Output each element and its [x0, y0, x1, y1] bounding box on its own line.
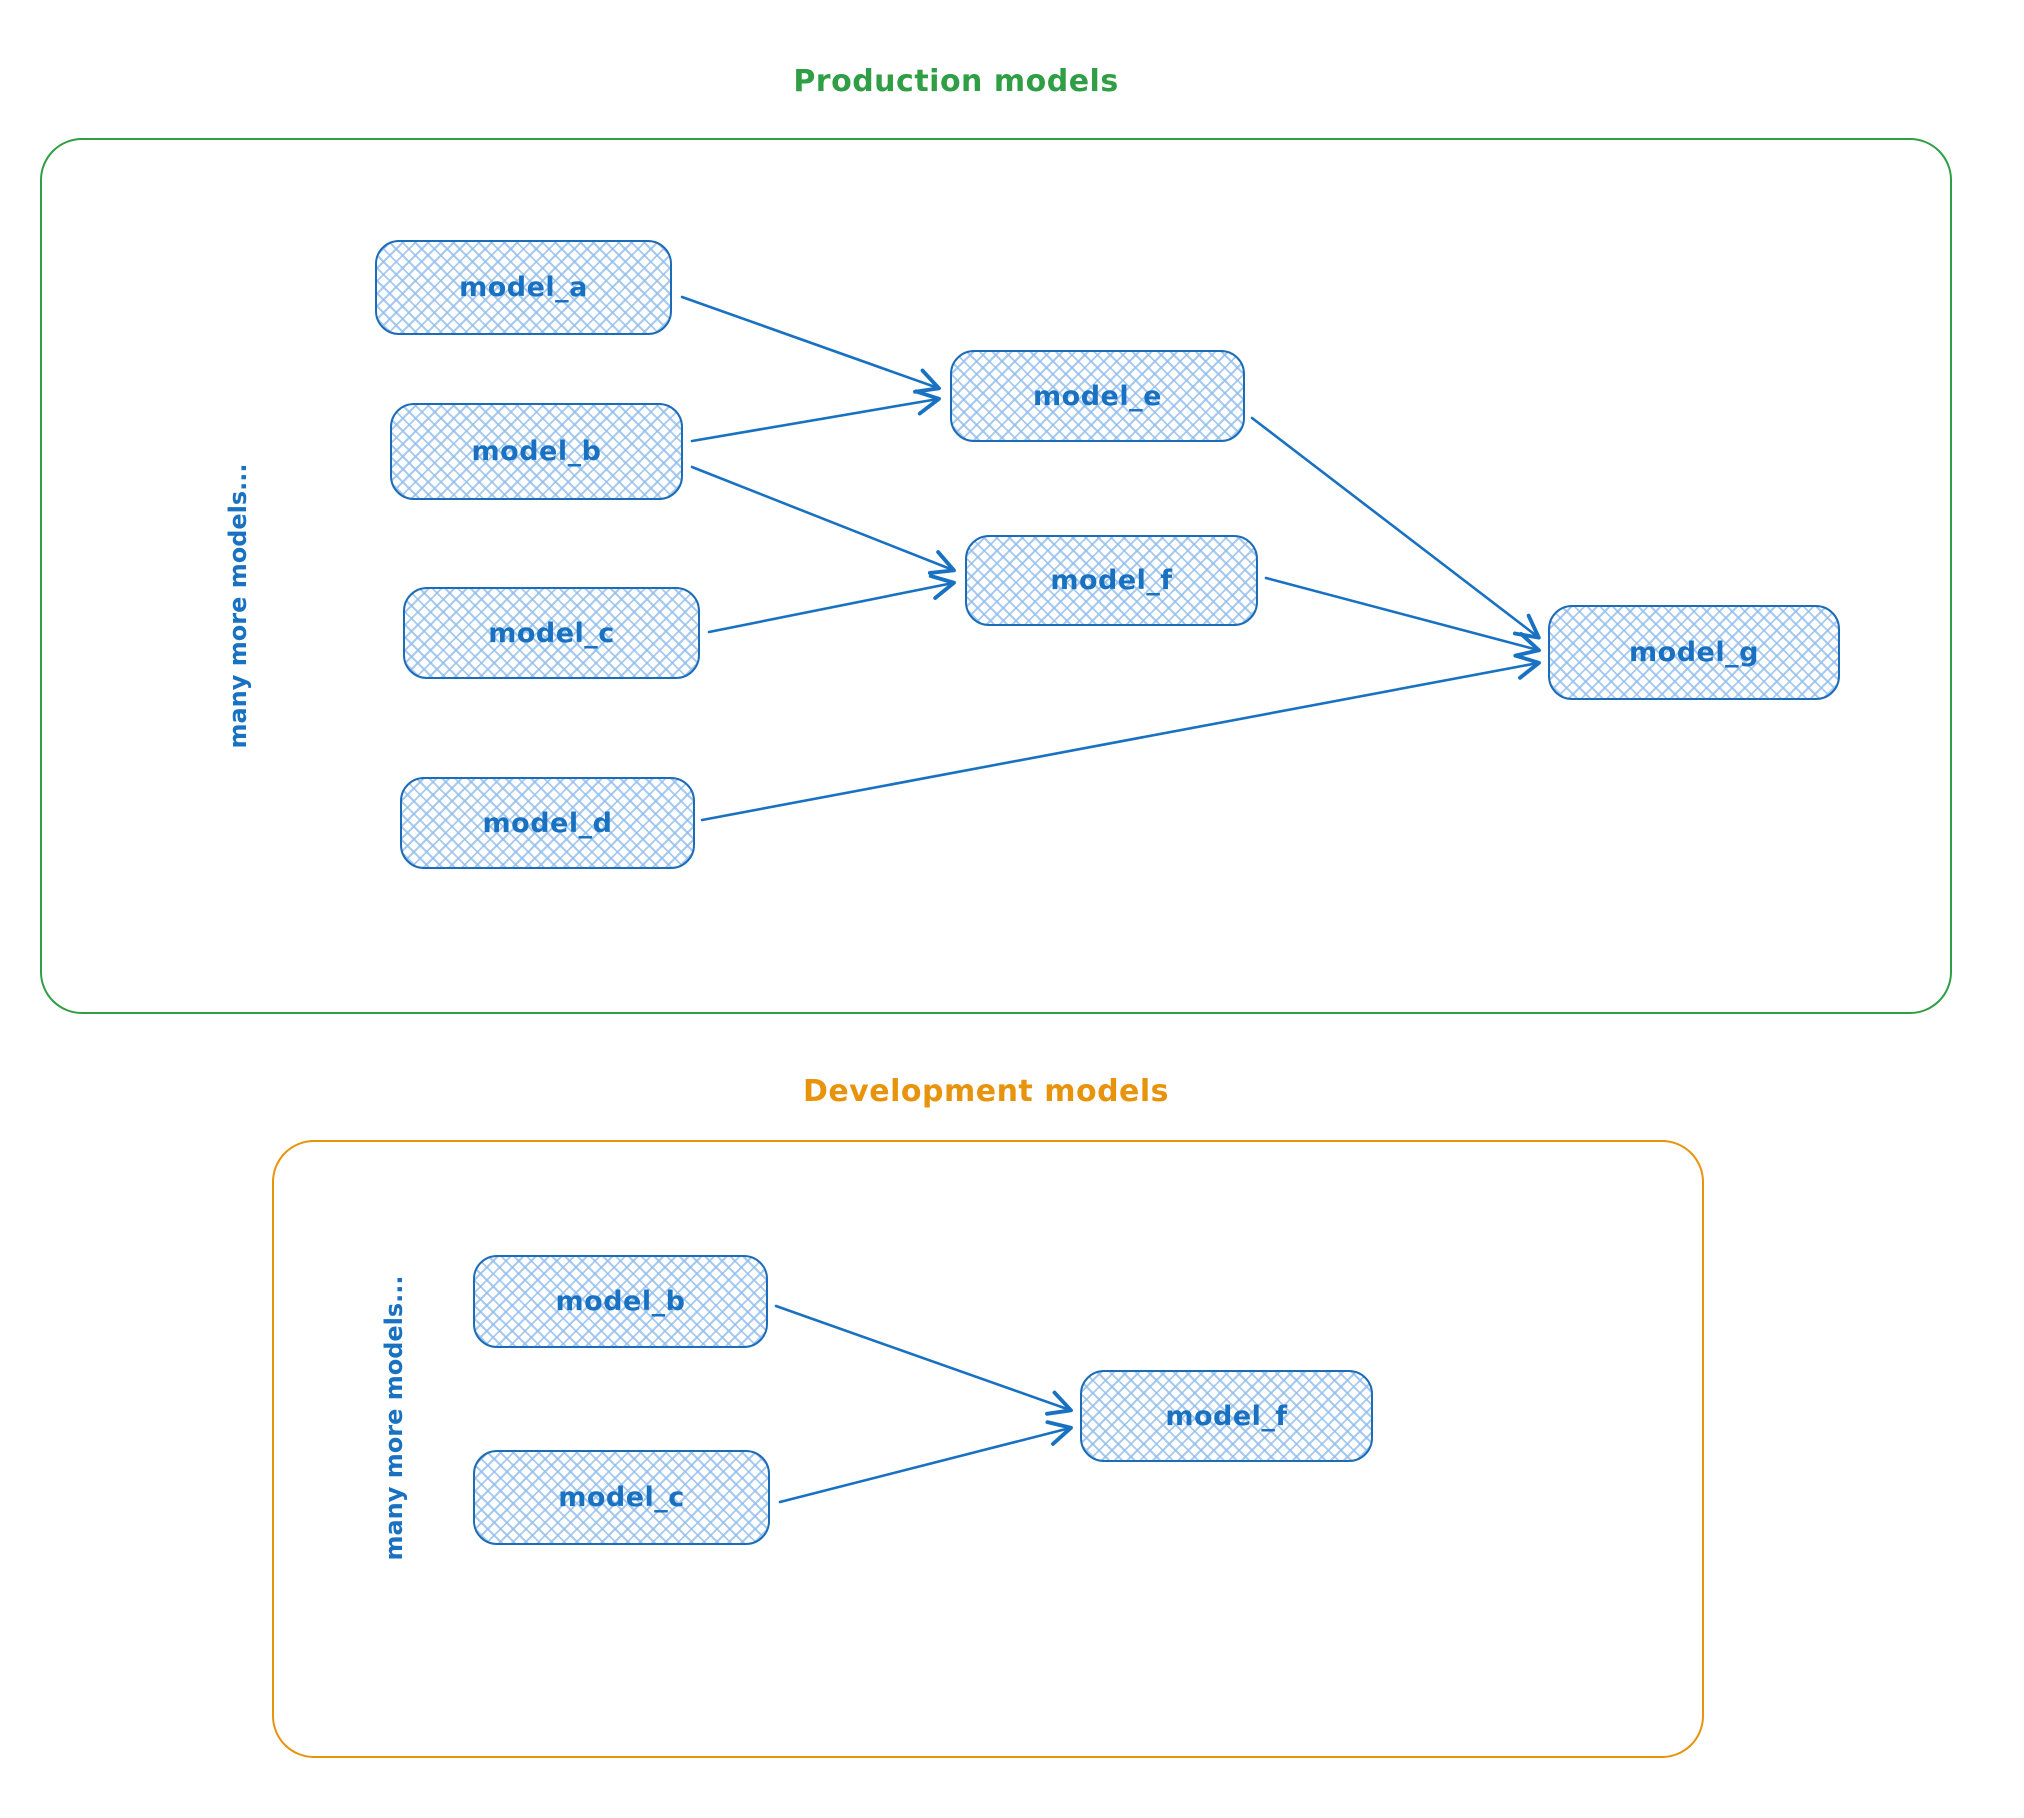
node-model-d-label: model_d — [482, 807, 613, 839]
node-model-g-label: model_g — [1629, 637, 1759, 668]
node-model-d: model_d — [400, 777, 695, 869]
node-model-c: model_c — [403, 587, 700, 679]
dev-node-model-b-label: model_b — [555, 1286, 686, 1317]
dev-node-model-f-label: model_f — [1165, 1400, 1288, 1432]
development-title: Development models — [802, 1074, 1170, 1109]
node-model-e: model_e — [950, 350, 1245, 442]
node-model-f: model_f — [965, 535, 1258, 626]
node-model-b: model_b — [390, 403, 683, 500]
node-model-a: model_a — [375, 240, 672, 335]
dev-node-model-f: model_f — [1080, 1370, 1373, 1462]
production-side-label: many more models... — [224, 463, 252, 749]
dev-node-model-c: model_c — [473, 1450, 770, 1545]
node-model-c-label: model_c — [488, 617, 615, 649]
development-container — [272, 1140, 1704, 1758]
development-side-label: many more models... — [380, 1275, 408, 1561]
production-title: Production models — [793, 64, 1119, 99]
node-model-f-label: model_f — [1050, 565, 1173, 596]
node-model-b-label: model_b — [471, 436, 602, 467]
node-model-a-label: model_a — [459, 272, 588, 303]
production-container — [40, 138, 1952, 1014]
dev-node-model-c-label: model_c — [558, 1482, 685, 1513]
dev-node-model-b: model_b — [473, 1255, 768, 1348]
node-model-g: model_g — [1548, 605, 1840, 700]
node-model-e-label: model_e — [1033, 380, 1162, 412]
